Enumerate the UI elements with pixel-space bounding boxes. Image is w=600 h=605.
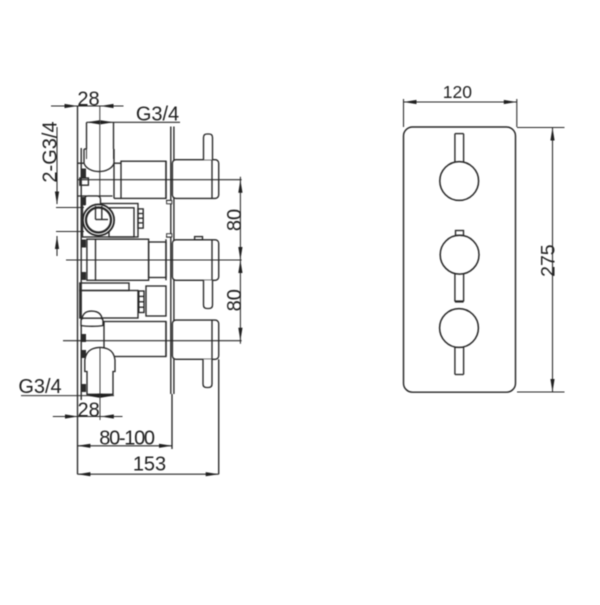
svg-text:80: 80 (224, 289, 246, 311)
svg-text:2-G3/4: 2-G3/4 (39, 121, 61, 182)
svg-text:153: 153 (133, 454, 166, 476)
svg-text:275: 275 (538, 244, 560, 277)
svg-text:28: 28 (77, 88, 99, 110)
svg-text:80-100: 80-100 (99, 427, 155, 449)
svg-text:120: 120 (443, 82, 472, 102)
svg-text:80: 80 (224, 209, 246, 231)
svg-text:G3/4: G3/4 (136, 103, 179, 125)
svg-text:28: 28 (77, 399, 99, 421)
svg-text:G3/4: G3/4 (18, 376, 61, 398)
